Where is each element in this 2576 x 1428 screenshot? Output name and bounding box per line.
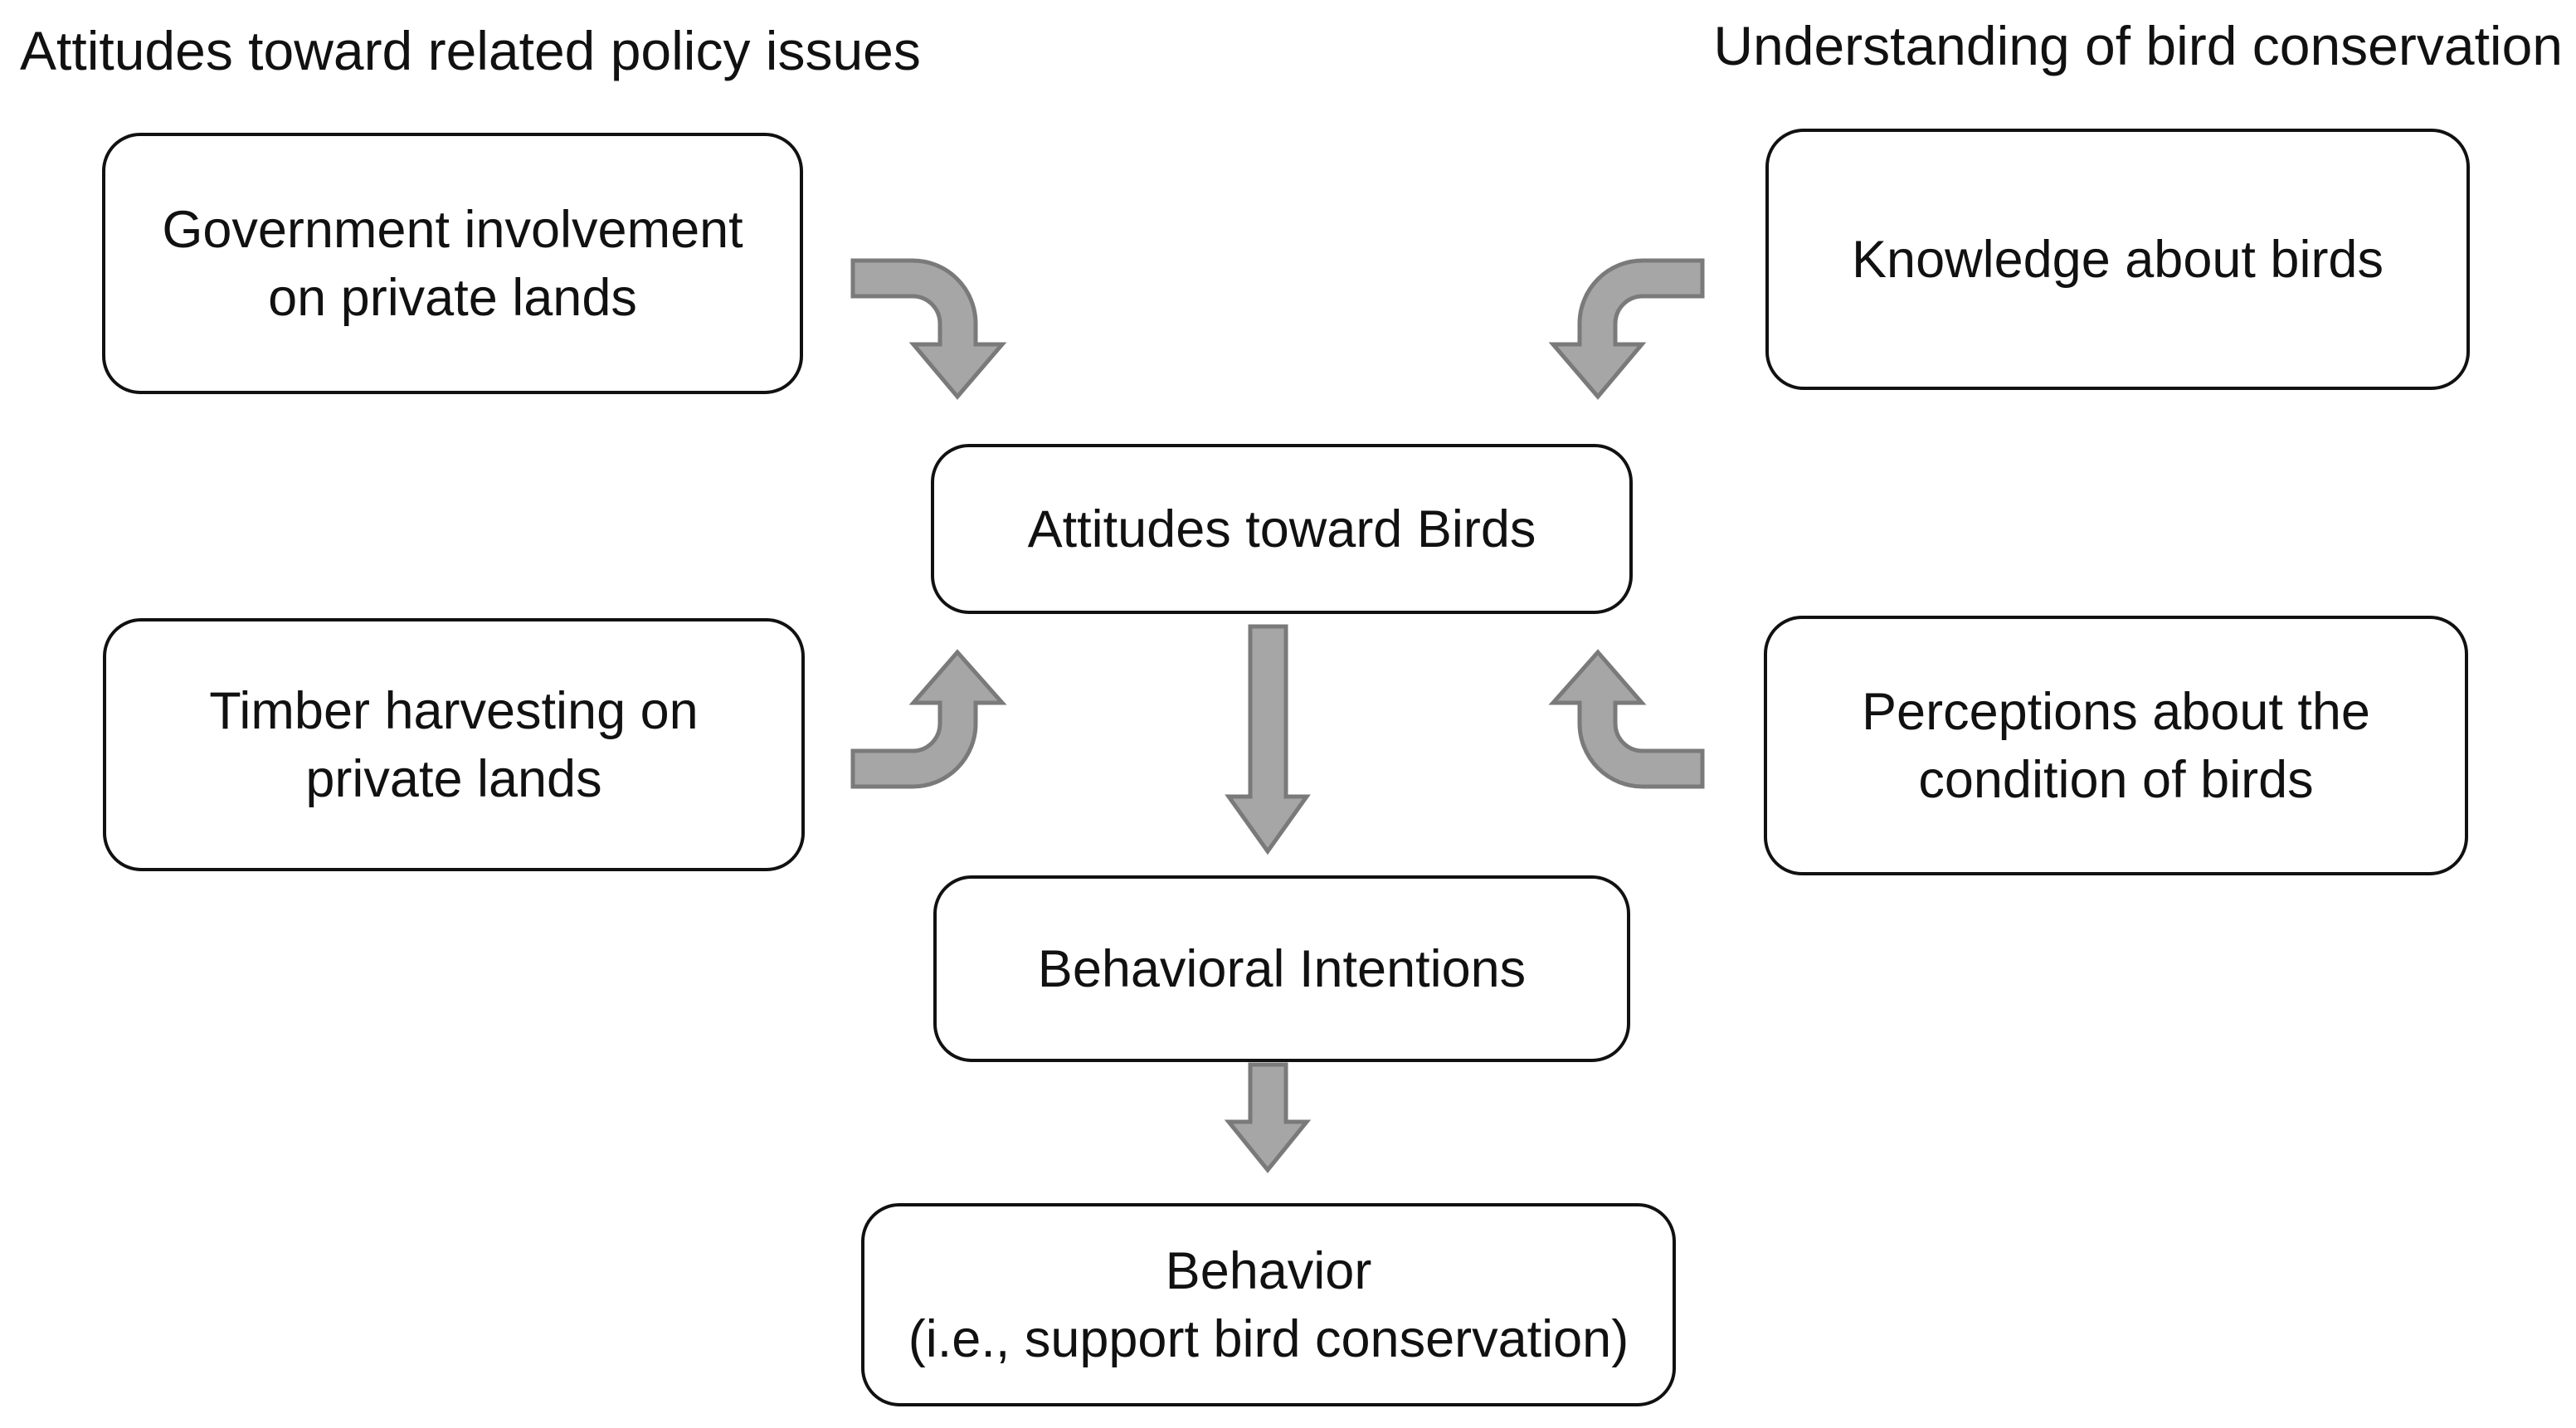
- straight-arrow-behavioral-to-behavior-icon: [1224, 1062, 1312, 1173]
- node-text-line: on private lands: [268, 268, 637, 327]
- node-text-line: Government involvement: [162, 200, 743, 259]
- node-text-line: Attitudes toward Birds: [1027, 500, 1536, 558]
- node-text-line: Behavioral Intentions: [1037, 939, 1527, 998]
- node-behavioral-intentions: Behavioral Intentions: [933, 875, 1630, 1062]
- bent-arrow-knowledge-to-attitudes-icon: [1548, 258, 1705, 400]
- node-behavior-support-conservation: Behavior (i.e., support bird conservatio…: [861, 1203, 1676, 1406]
- node-timber-harvesting: Timber harvesting on private lands: [103, 618, 805, 871]
- bent-arrow-timber-to-attitudes-icon: [850, 649, 1007, 789]
- node-perceptions-condition-of-birds: Perceptions about the condition of birds: [1764, 616, 2468, 875]
- heading-bird-conservation: Understanding of bird conservation: [1713, 15, 2563, 76]
- node-text-line: Timber harvesting on: [209, 681, 699, 740]
- node-text-line: Perceptions about the: [1862, 682, 2370, 741]
- node-knowledge-about-birds: Knowledge about birds: [1765, 129, 2470, 390]
- node-text-line: condition of birds: [1918, 750, 2314, 809]
- straight-arrow-attitudes-to-behavioral-icon: [1225, 624, 1311, 855]
- node-text-line: private lands: [305, 749, 602, 808]
- node-government-involvement: Government involvement on private lands: [102, 133, 803, 394]
- heading-policy-issues: Attitudes toward related policy issues: [20, 20, 921, 81]
- node-attitudes-toward-birds: Attitudes toward Birds: [931, 444, 1633, 614]
- node-text-line: Behavior: [1165, 1241, 1372, 1300]
- bent-arrow-perceptions-to-attitudes-icon: [1548, 649, 1705, 789]
- node-text-line: Knowledge about birds: [1852, 230, 2384, 289]
- bent-arrow-government-to-attitudes-icon: [850, 258, 1007, 400]
- node-text-line: (i.e., support bird conservation): [908, 1309, 1629, 1368]
